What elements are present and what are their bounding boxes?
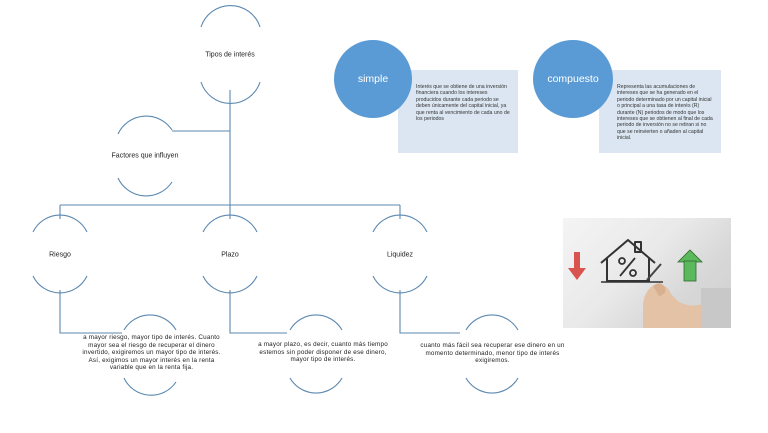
interest-photo — [563, 218, 731, 328]
riesgo-desc-arc-top — [123, 314, 177, 331]
riesgo-node-label: Riesgo — [49, 251, 71, 259]
riesgo-desc-connector — [59, 290, 122, 334]
compuesto-note-text: Representa las acumulaciones de interese… — [617, 84, 713, 142]
compuesto-circle: compuesto — [533, 40, 613, 118]
riesgo-node-arc-top — [32, 214, 88, 233]
compuesto-circle-label: compuesto — [547, 73, 599, 85]
plazo-node-arc-top — [202, 214, 258, 233]
plazo-desc-arc-top — [289, 314, 343, 331]
factors-node-arc-bottom — [117, 177, 173, 197]
liquidez-node-label: Liquidez — [386, 251, 414, 259]
percent-icon — [618, 257, 637, 277]
compuesto-note: Representa las acumulaciones de interese… — [599, 70, 721, 153]
plazo-description: a mayor plazo, es decir, cuanto más tiem… — [258, 341, 388, 364]
root-node-arc-top — [200, 5, 261, 28]
liquidez-description: cuanto más fácil sea recuperar ese diner… — [420, 342, 565, 365]
simple-note-text: Interés que se obtiene de una inversión … — [416, 84, 510, 123]
liquidez-desc-arc-top — [465, 314, 519, 331]
factors-node-arc-top — [117, 115, 173, 135]
liquidez-node-arc-top — [372, 214, 428, 233]
simple-note: Interés que se obtiene de una inversión … — [398, 70, 518, 153]
simple-circle: simple — [334, 40, 412, 118]
factors-node-label: Factores que influyen — [111, 152, 179, 160]
plazo-node-label: Plazo — [221, 251, 239, 259]
liquidez-desc-connector — [399, 290, 460, 334]
root-node-label: Tipos de interés — [205, 51, 255, 59]
house-icon — [600, 239, 656, 282]
plazo-desc-connector — [229, 290, 287, 334]
riesgo-desc-arc-bottom — [123, 377, 177, 396]
simple-circle-label: simple — [357, 73, 389, 85]
arrow-up-icon — [677, 249, 703, 282]
riesgo-description: a mayor riesgo, mayor tipo de interés. C… — [82, 334, 221, 372]
pen-hand-icon — [643, 263, 731, 328]
arrow-down-icon — [568, 252, 586, 280]
plazo-desc-arc-bottom — [289, 377, 343, 394]
liquidez-desc-arc-bottom — [465, 377, 519, 394]
